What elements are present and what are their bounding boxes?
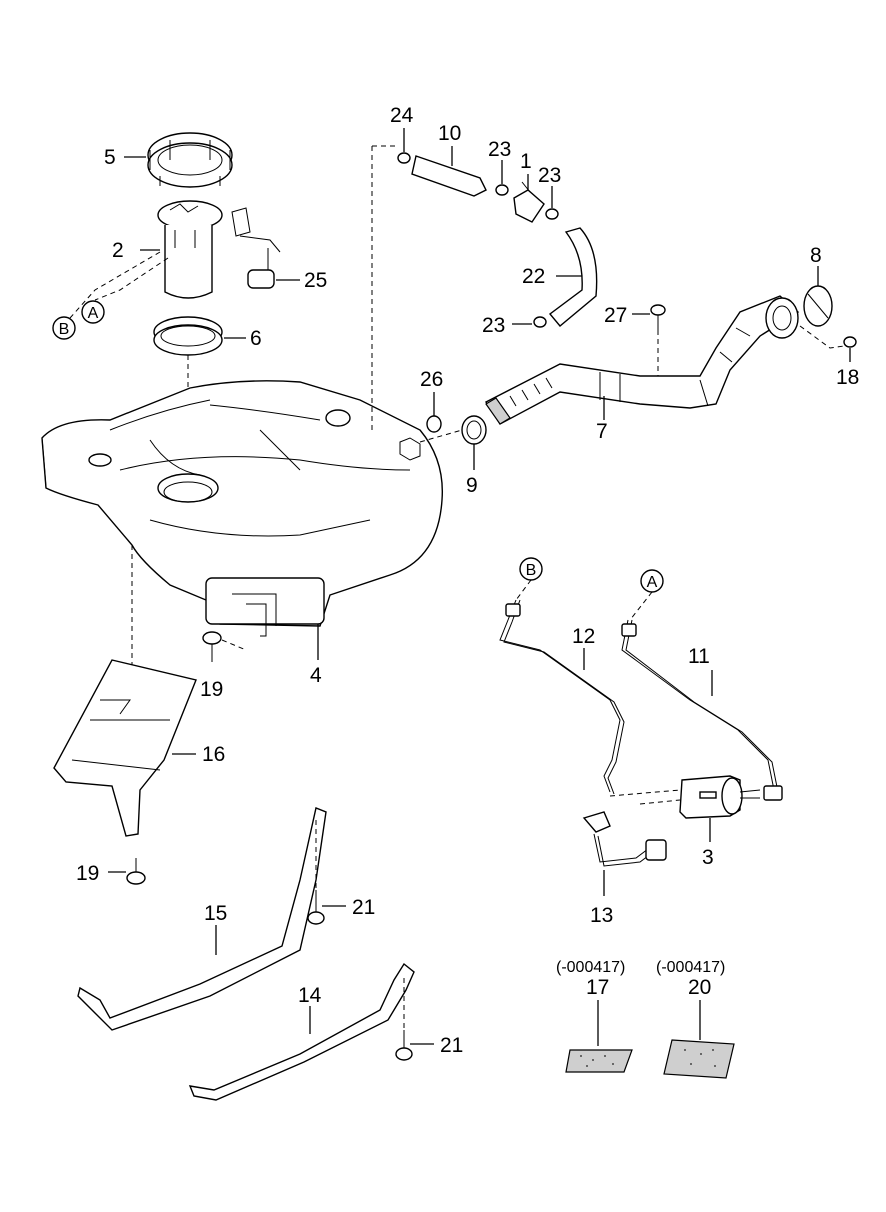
callout-9: 9 — [466, 474, 478, 497]
callout-21b: 21 — [440, 1034, 463, 1057]
lock-ring — [147, 132, 233, 188]
callout-26: 26 — [420, 368, 443, 391]
fuel-line-13 — [582, 811, 667, 867]
clamp-23a — [495, 184, 509, 196]
clamp-26 — [426, 415, 442, 433]
clamp-9 — [461, 415, 487, 445]
neck-axis — [419, 429, 463, 443]
leader-a1 — [94, 257, 169, 301]
connector-b-top: B — [52, 316, 76, 340]
fuel-line-12 — [499, 599, 625, 795]
strap-14 — [188, 962, 415, 1101]
filler-neck — [484, 295, 800, 425]
fuel-tank — [41, 380, 444, 637]
bolt-27 — [650, 304, 666, 380]
callout-4: 4 — [310, 664, 322, 687]
fuel-pump — [157, 200, 223, 299]
callout-23c: 23 — [482, 314, 505, 337]
callout-24: 24 — [390, 104, 414, 127]
connector-b-top-label: B — [59, 321, 70, 338]
callout-10: 10 — [438, 122, 461, 145]
connector-a-top: A — [81, 300, 105, 324]
pad-17 — [565, 1049, 633, 1073]
valve-1 — [513, 181, 545, 223]
fuel-filter — [609, 775, 783, 819]
callout-18: 18 — [836, 366, 859, 389]
callout-5: 5 — [104, 146, 116, 169]
hose-10 — [411, 155, 487, 197]
gasket — [153, 316, 223, 356]
callout-3: 3 — [702, 846, 714, 869]
vent-axis — [371, 145, 396, 430]
callout-21a: 21 — [352, 896, 375, 919]
leader-19a-dash — [221, 639, 247, 651]
fuel-line-11 — [621, 619, 779, 793]
callout-11: 11 — [688, 645, 710, 668]
callout-14: 14 — [298, 984, 322, 1007]
connector-b-right-label: B — [526, 562, 537, 579]
callout-6: 6 — [250, 327, 262, 350]
callout-23b: 23 — [538, 164, 561, 187]
leader-b1 — [69, 251, 161, 319]
bolt-19b — [126, 858, 146, 885]
callout-19a: 19 — [200, 678, 223, 701]
callout-2: 2 — [112, 239, 124, 262]
connector-a-top-label: A — [88, 305, 99, 322]
pad-20 — [663, 1039, 735, 1079]
clamp-23b — [545, 208, 559, 220]
note-20: (-000417) — [656, 959, 725, 976]
callout-27: 27 — [604, 304, 627, 327]
heat-shield — [53, 659, 197, 837]
clamp-24 — [397, 152, 411, 164]
connector-leaders — [515, 579, 653, 621]
note-17: (-000417) — [556, 959, 625, 976]
screw-18 — [799, 325, 857, 349]
callout-15: 15 — [204, 902, 227, 925]
callout-23a: 23 — [488, 138, 511, 161]
callout-1: 1 — [520, 150, 532, 173]
fuel-sender — [231, 207, 281, 289]
callout-16: 16 — [202, 743, 225, 766]
clamp-23c — [533, 316, 547, 328]
bolt-21b — [395, 978, 413, 1061]
callout-25: 25 — [304, 269, 327, 292]
callout-17: 17 — [586, 976, 609, 999]
callout-20: 20 — [688, 976, 711, 999]
hose-22 — [548, 227, 598, 327]
fuel-cap — [803, 285, 833, 327]
bolt-19a — [202, 631, 222, 662]
callout-19b: 19 — [76, 862, 99, 885]
callout-12: 12 — [572, 625, 595, 648]
strap-15 — [77, 807, 327, 1031]
connector-a-right: A — [640, 569, 664, 593]
callout-8: 8 — [810, 244, 822, 267]
bolt-21a — [307, 820, 325, 925]
callout-13: 13 — [590, 904, 613, 927]
connector-b-right: B — [519, 557, 543, 581]
connector-a-right-label: A — [647, 574, 658, 591]
callout-22: 22 — [522, 265, 545, 288]
callout-7: 7 — [596, 420, 608, 443]
